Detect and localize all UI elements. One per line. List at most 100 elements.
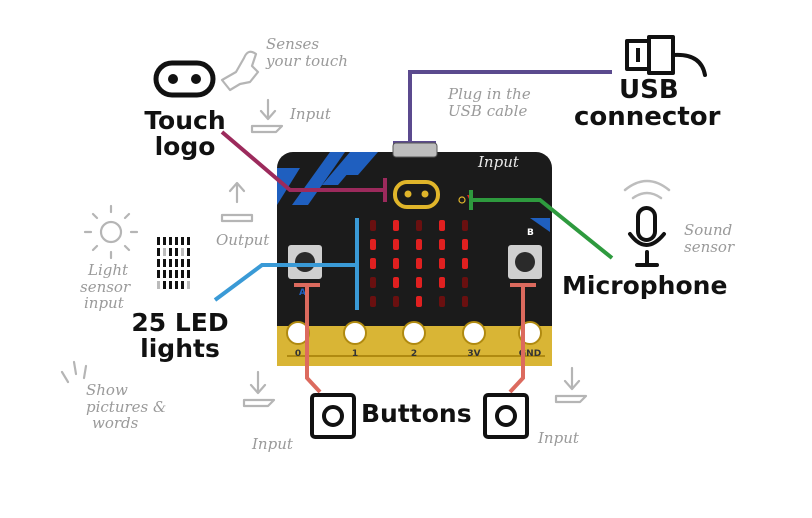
- mini-led: [175, 270, 178, 278]
- microphone-line: [473, 198, 614, 260]
- show-pictures-note-line-1: Show: [86, 381, 128, 399]
- mini-led: [175, 248, 178, 256]
- microphone-icon: [628, 206, 666, 267]
- output-arrow-icon: [220, 181, 254, 223]
- led-4-3: [439, 296, 445, 307]
- pin-label-1: 1: [352, 349, 358, 359]
- senses-touch-note-line-2: your touch: [266, 51, 348, 70]
- microphone-label: Microphone: [562, 271, 728, 300]
- mini-led: [163, 281, 166, 289]
- mini-led: [169, 259, 172, 267]
- led-2-2: [416, 258, 422, 269]
- board-mic-hole: [458, 196, 466, 204]
- led-4-4: [462, 296, 468, 307]
- output-note: Output: [216, 231, 270, 249]
- pin-label-0: 0: [295, 349, 301, 359]
- led-2-1: [393, 258, 399, 269]
- usb-connector-line: [408, 70, 612, 143]
- show-pictures-note-line-2: pictures &: [86, 397, 167, 416]
- led-lights-line: [213, 263, 357, 302]
- input-touch-note: Input: [290, 105, 331, 123]
- show-pictures-note: Show pictures & words: [86, 382, 166, 432]
- input-left-note: Input: [252, 435, 293, 453]
- mini-led: [181, 281, 184, 289]
- usb-connector-label-line-1: USB: [619, 75, 679, 105]
- mini-led: [181, 270, 184, 278]
- button-b-icon: [483, 393, 529, 439]
- usb-connector-label-line-2: connector: [574, 102, 721, 133]
- mini-led: [157, 248, 160, 256]
- mini-led: [157, 270, 160, 278]
- input-arrow-icon-left: [242, 370, 276, 408]
- touch-logo-label: Touch logo: [130, 106, 240, 162]
- mini-led: [187, 281, 190, 289]
- sound-waves-icon: [623, 179, 671, 200]
- senses-touch-note-line-1: Senses: [266, 35, 320, 53]
- led-2-4: [462, 258, 468, 269]
- led-2-0: [370, 258, 376, 269]
- led-2-3: [439, 258, 445, 269]
- mini-led: [163, 237, 166, 245]
- button-a-icon: [310, 393, 356, 439]
- touch-logo-label-line-2: logo: [154, 132, 216, 162]
- usb-socket: [392, 142, 438, 158]
- led-3-2: [416, 277, 422, 288]
- touch-logo-icon: [153, 60, 216, 98]
- plug-usb-note-line-1: Plug in the: [448, 85, 531, 103]
- sound-sensor-note: Sound sensor: [684, 222, 734, 255]
- led-0-4: [462, 220, 468, 231]
- mini-led: [187, 270, 190, 278]
- button-a-line: [305, 285, 322, 394]
- mini-led: [163, 248, 166, 256]
- led-4-2: [416, 296, 422, 307]
- senses-touch-note: Senses your touch: [266, 36, 348, 69]
- led-lights-label: 25 LED lights: [122, 309, 238, 364]
- microbit-board: [277, 152, 552, 366]
- mini-led: [157, 281, 160, 289]
- led-4-0: [370, 296, 376, 307]
- led-1-3: [439, 239, 445, 250]
- led-3-4: [462, 277, 468, 288]
- led-lights-label-line-2: lights: [140, 334, 220, 364]
- mini-led: [157, 237, 160, 245]
- mini-led: [187, 237, 190, 245]
- mini-led: [163, 259, 166, 267]
- sun-icon: [83, 204, 139, 260]
- touch-logo-line: [220, 130, 383, 192]
- mini-led: [169, 270, 172, 278]
- mini-led: [175, 281, 178, 289]
- led-4-1: [393, 296, 399, 307]
- touch-hand-icon: [220, 50, 260, 92]
- led-1-0: [370, 239, 376, 250]
- led-1-4: [462, 239, 468, 250]
- show-sparkle-icon: [60, 360, 88, 384]
- buttons-label: Buttons: [361, 399, 472, 428]
- plug-usb-note-line-2: USB cable: [448, 101, 528, 120]
- led-3-1: [393, 277, 399, 288]
- usb-plug-icon: [625, 35, 707, 77]
- led-0-1: [393, 220, 399, 231]
- mini-led: [169, 281, 172, 289]
- input-arrow-icon-right: [554, 366, 588, 404]
- led-0-0: [370, 220, 376, 231]
- mini-led: [181, 248, 184, 256]
- led-3-3: [439, 277, 445, 288]
- sound-sensor-note-line-1: Sound: [684, 221, 733, 239]
- pin-label-2: 2: [411, 349, 417, 359]
- mini-led: [157, 259, 160, 267]
- mini-led: [181, 259, 184, 267]
- input-right-note: Input: [538, 429, 579, 447]
- mini-led: [187, 259, 190, 267]
- pin-label-gnd: GND: [519, 349, 541, 359]
- touch-logo-label-line-1: Touch: [144, 106, 226, 135]
- mini-led: [163, 270, 166, 278]
- led-1-1: [393, 239, 399, 250]
- input-arrow-icon-touch: [250, 98, 284, 134]
- mini-led: [187, 248, 190, 256]
- led-pattern-icon: [157, 237, 190, 289]
- mini-led: [175, 259, 178, 267]
- led-3-0: [370, 277, 376, 288]
- pin-label-3v: 3V: [467, 349, 480, 359]
- input-board-note: Input: [478, 153, 519, 171]
